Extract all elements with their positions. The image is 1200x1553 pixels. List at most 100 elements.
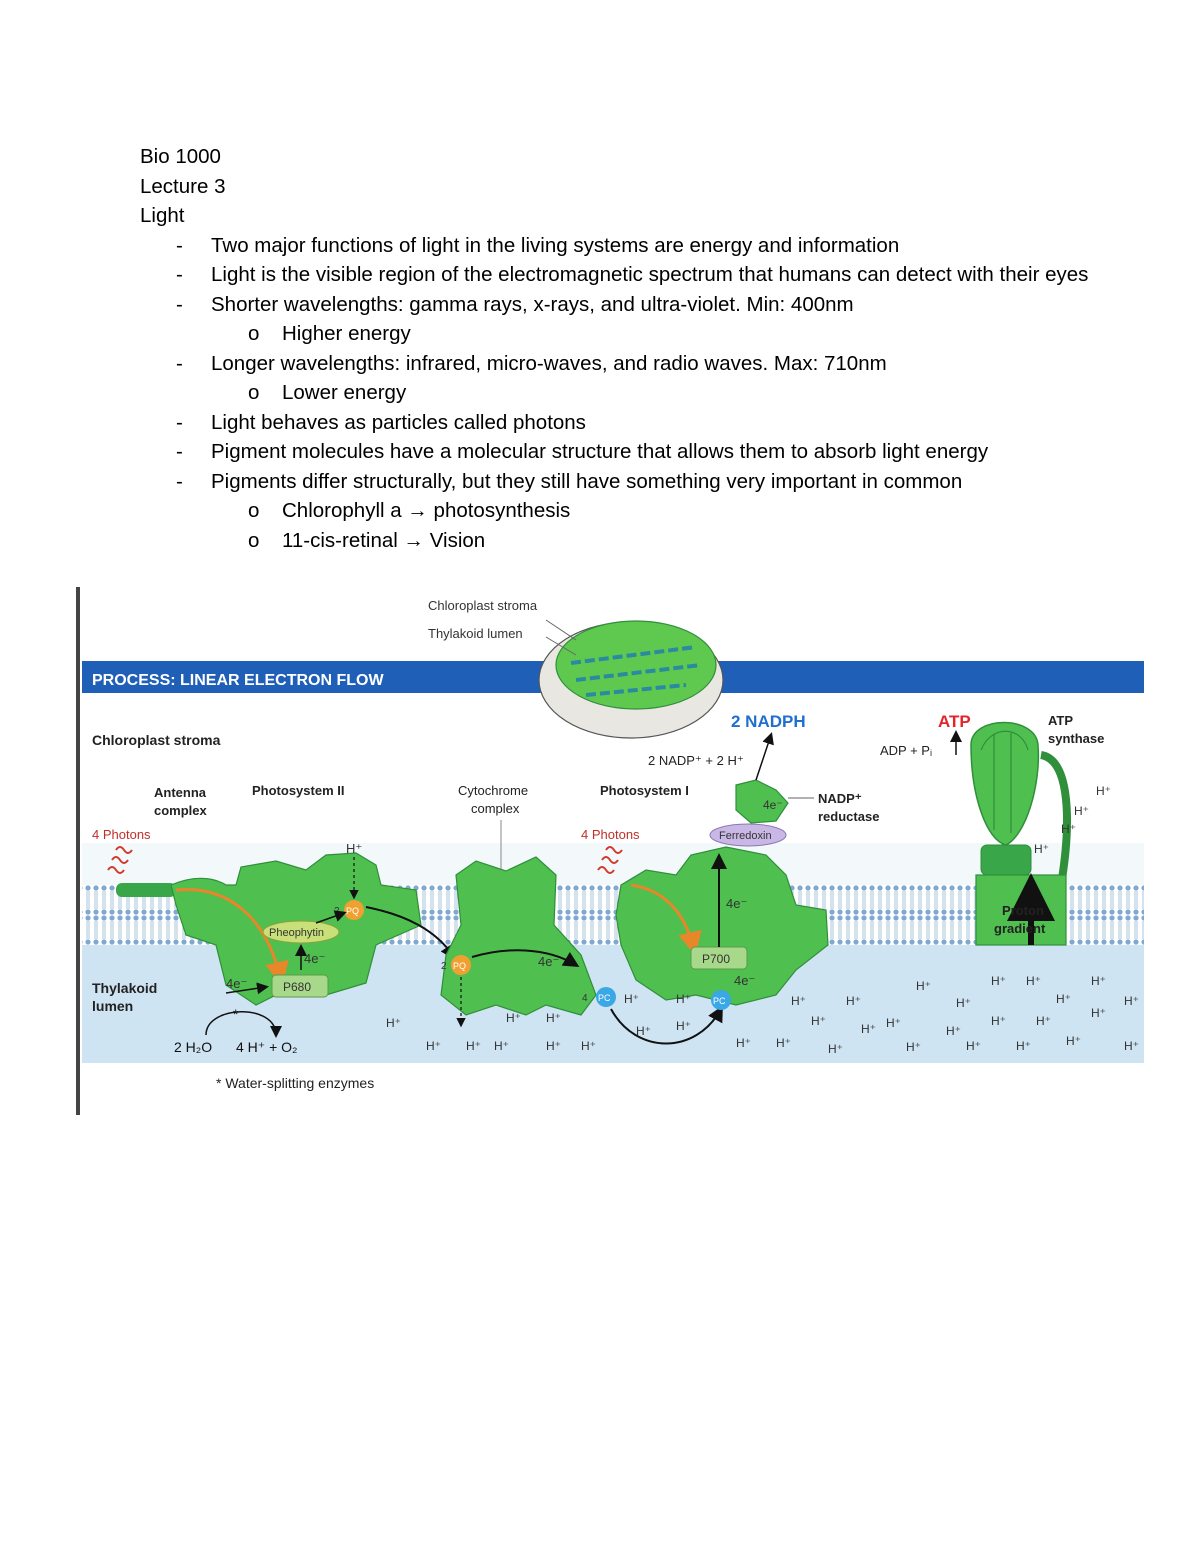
hplus-label: H⁺ (956, 996, 971, 1010)
pheophytin-label: Pheophytin (269, 927, 324, 939)
hplus-label: H⁺ (846, 994, 861, 1008)
sub-bullet-marker: o (248, 381, 260, 404)
bullet-item: - Light is the visible region of the elec… (140, 260, 1100, 290)
bullet-dash: - (176, 263, 183, 286)
hplus-atp-1: H⁺ (1096, 784, 1111, 798)
hplus-label: H⁺ (636, 1024, 651, 1038)
antenna-label-1: Antenna (154, 785, 207, 800)
e4-psii-2: 4e⁻ (304, 951, 325, 966)
pheophytin (262, 920, 340, 944)
inset-label-lumen: Thylakoid lumen (428, 626, 523, 641)
bullet-text: Pigment molecules have a molecular struc… (211, 440, 989, 463)
sub-bullet-text: Higher energy (282, 322, 411, 345)
hplus-label: H⁺ (966, 1039, 981, 1053)
bullet-text: Light is the visible region of the elect… (211, 263, 1089, 286)
photon-waves-2 (597, 846, 623, 874)
pq-psii-label: PQ (346, 906, 359, 916)
bullet-list: -Two major functions of light in the liv… (140, 231, 1100, 556)
sub-bullet-item: o Higher energy (140, 319, 1100, 349)
antenna-label-2: complex (154, 803, 208, 818)
bullet-item: -Longer wavelengths: infrared, micro-wav… (140, 349, 1100, 379)
hplus-label: H⁺ (811, 1014, 826, 1028)
pc-cyt (596, 987, 616, 1007)
hplus-label: H⁺ (1091, 1006, 1106, 1020)
psi-label: Photosystem I (600, 783, 689, 798)
hplus-label: H⁺ (991, 1014, 1006, 1028)
proton-gradient-label-2: gradient (994, 921, 1046, 936)
hplus-label: H⁺ (1036, 1014, 1051, 1028)
hplus-atp-3: H⁺ (1061, 822, 1076, 836)
sub-bullet-marker: o (248, 528, 260, 552)
hplus-label: H⁺ (861, 1022, 876, 1036)
e4-reductase: 4e⁻ (763, 798, 783, 812)
pc-cyt-label: PC (598, 993, 611, 1003)
antenna-energy-arrow (175, 887, 289, 986)
ferredoxin-label: Ferredoxin (719, 830, 772, 842)
bullet-text: Pigments differ structurally, but they s… (211, 469, 963, 493)
hplus-label: H⁺ (581, 1039, 596, 1053)
photon-waves-1 (107, 846, 133, 874)
bullet-dash: - (176, 469, 183, 493)
ferredoxin (709, 823, 787, 847)
stroma-label: Chloroplast stroma (92, 732, 221, 748)
sub-bullet-text: Lower energy (282, 381, 407, 404)
lumen-label-1: Thylakoid (92, 980, 157, 996)
photons-label-1: 4 Photons (92, 827, 151, 842)
atp-synthase-label-1: ATP (1048, 713, 1073, 728)
pq-psii (344, 900, 364, 920)
hplus-label: H⁺ (676, 1019, 691, 1033)
hplus-label: H⁺ (1091, 974, 1106, 988)
lecture-number: Lecture 3 (140, 174, 226, 198)
adp-label: ADP + Pᵢ (880, 743, 932, 758)
nadp-equation: 2 NADP⁺ + 2 H⁺ (648, 753, 744, 768)
hplus-label: H⁺ (791, 994, 806, 1008)
nadp-reductase-label-2: reductase (818, 809, 879, 824)
bullet-dash: - (176, 233, 183, 257)
figure-svg: PROCESS: LINEAR ELECTRON FLOW Chloroplas… (76, 587, 1144, 1115)
bullet-dash: - (176, 440, 183, 463)
chloroplast-inset (538, 619, 724, 739)
pq-cyt-count: 2 (441, 961, 447, 972)
p700-label: P700 (702, 952, 730, 966)
sub-bullet-marker: o (248, 499, 260, 522)
e4-psii-1: 4e⁻ (226, 976, 247, 991)
hplus-label: H⁺ (906, 1040, 921, 1054)
water-star: * (233, 1006, 239, 1022)
hplus-label: H⁺ (1026, 974, 1041, 988)
hplus-label: H⁺ (506, 1011, 521, 1025)
banner-title: PROCESS: LINEAR ELECTRON FLOW (92, 672, 384, 689)
pc-cyt-count: 4 (582, 993, 588, 1004)
hplus-label: H⁺ (676, 992, 691, 1006)
left-rule (76, 587, 80, 1115)
sub-bullet-marker: o (248, 322, 260, 345)
photons-label-2: 4 Photons (581, 827, 640, 842)
hplus-label: H⁺ (776, 1036, 791, 1050)
p680-label: P680 (283, 980, 311, 994)
bullet-dash: - (176, 292, 183, 316)
bullet-text: Longer wavelengths: infrared, micro-wave… (211, 351, 887, 375)
hplus-label: H⁺ (991, 974, 1006, 988)
cyt-label-2: complex (471, 801, 520, 816)
bullet-item: -Two major functions of light in the liv… (140, 231, 1100, 261)
bullet-text: Shorter wavelengths: gamma rays, x-rays,… (211, 292, 854, 316)
e4-psi-1: 4e⁻ (726, 896, 747, 911)
hplus-label: H⁺ (386, 1016, 401, 1030)
hplus-label: H⁺ (546, 1011, 561, 1025)
linear-electron-flow-figure: PROCESS: LINEAR ELECTRON FLOW Chloroplas… (76, 585, 1146, 1115)
sub-bullet-text: Chlorophyll a → photosynthesis (282, 499, 571, 522)
hplus-label: H⁺ (624, 992, 639, 1006)
bullet-text: Light behaves as particles called photon… (211, 410, 586, 434)
atp-synthase-stator (1039, 751, 1071, 886)
hplus-label: H⁺ (1066, 1034, 1081, 1048)
atp-synthase-label-2: synthase (1048, 731, 1104, 746)
e4-psi-2: 4e⁻ (734, 973, 755, 988)
sub-bullet-item: o Lower energy (140, 378, 1100, 408)
pc-psi (711, 990, 731, 1010)
hplus-label: H⁺ (426, 1039, 441, 1053)
hplus-label: H⁺ (466, 1039, 481, 1053)
course-title: Bio 1000 (140, 145, 221, 168)
nadp-reductase-label-1: NADP⁺ (818, 791, 862, 806)
nadph-label: 2 NADPH (731, 712, 806, 731)
proton-gradient-label-1: Proton (1002, 903, 1044, 918)
hplus-label: H⁺ (1124, 1039, 1139, 1053)
